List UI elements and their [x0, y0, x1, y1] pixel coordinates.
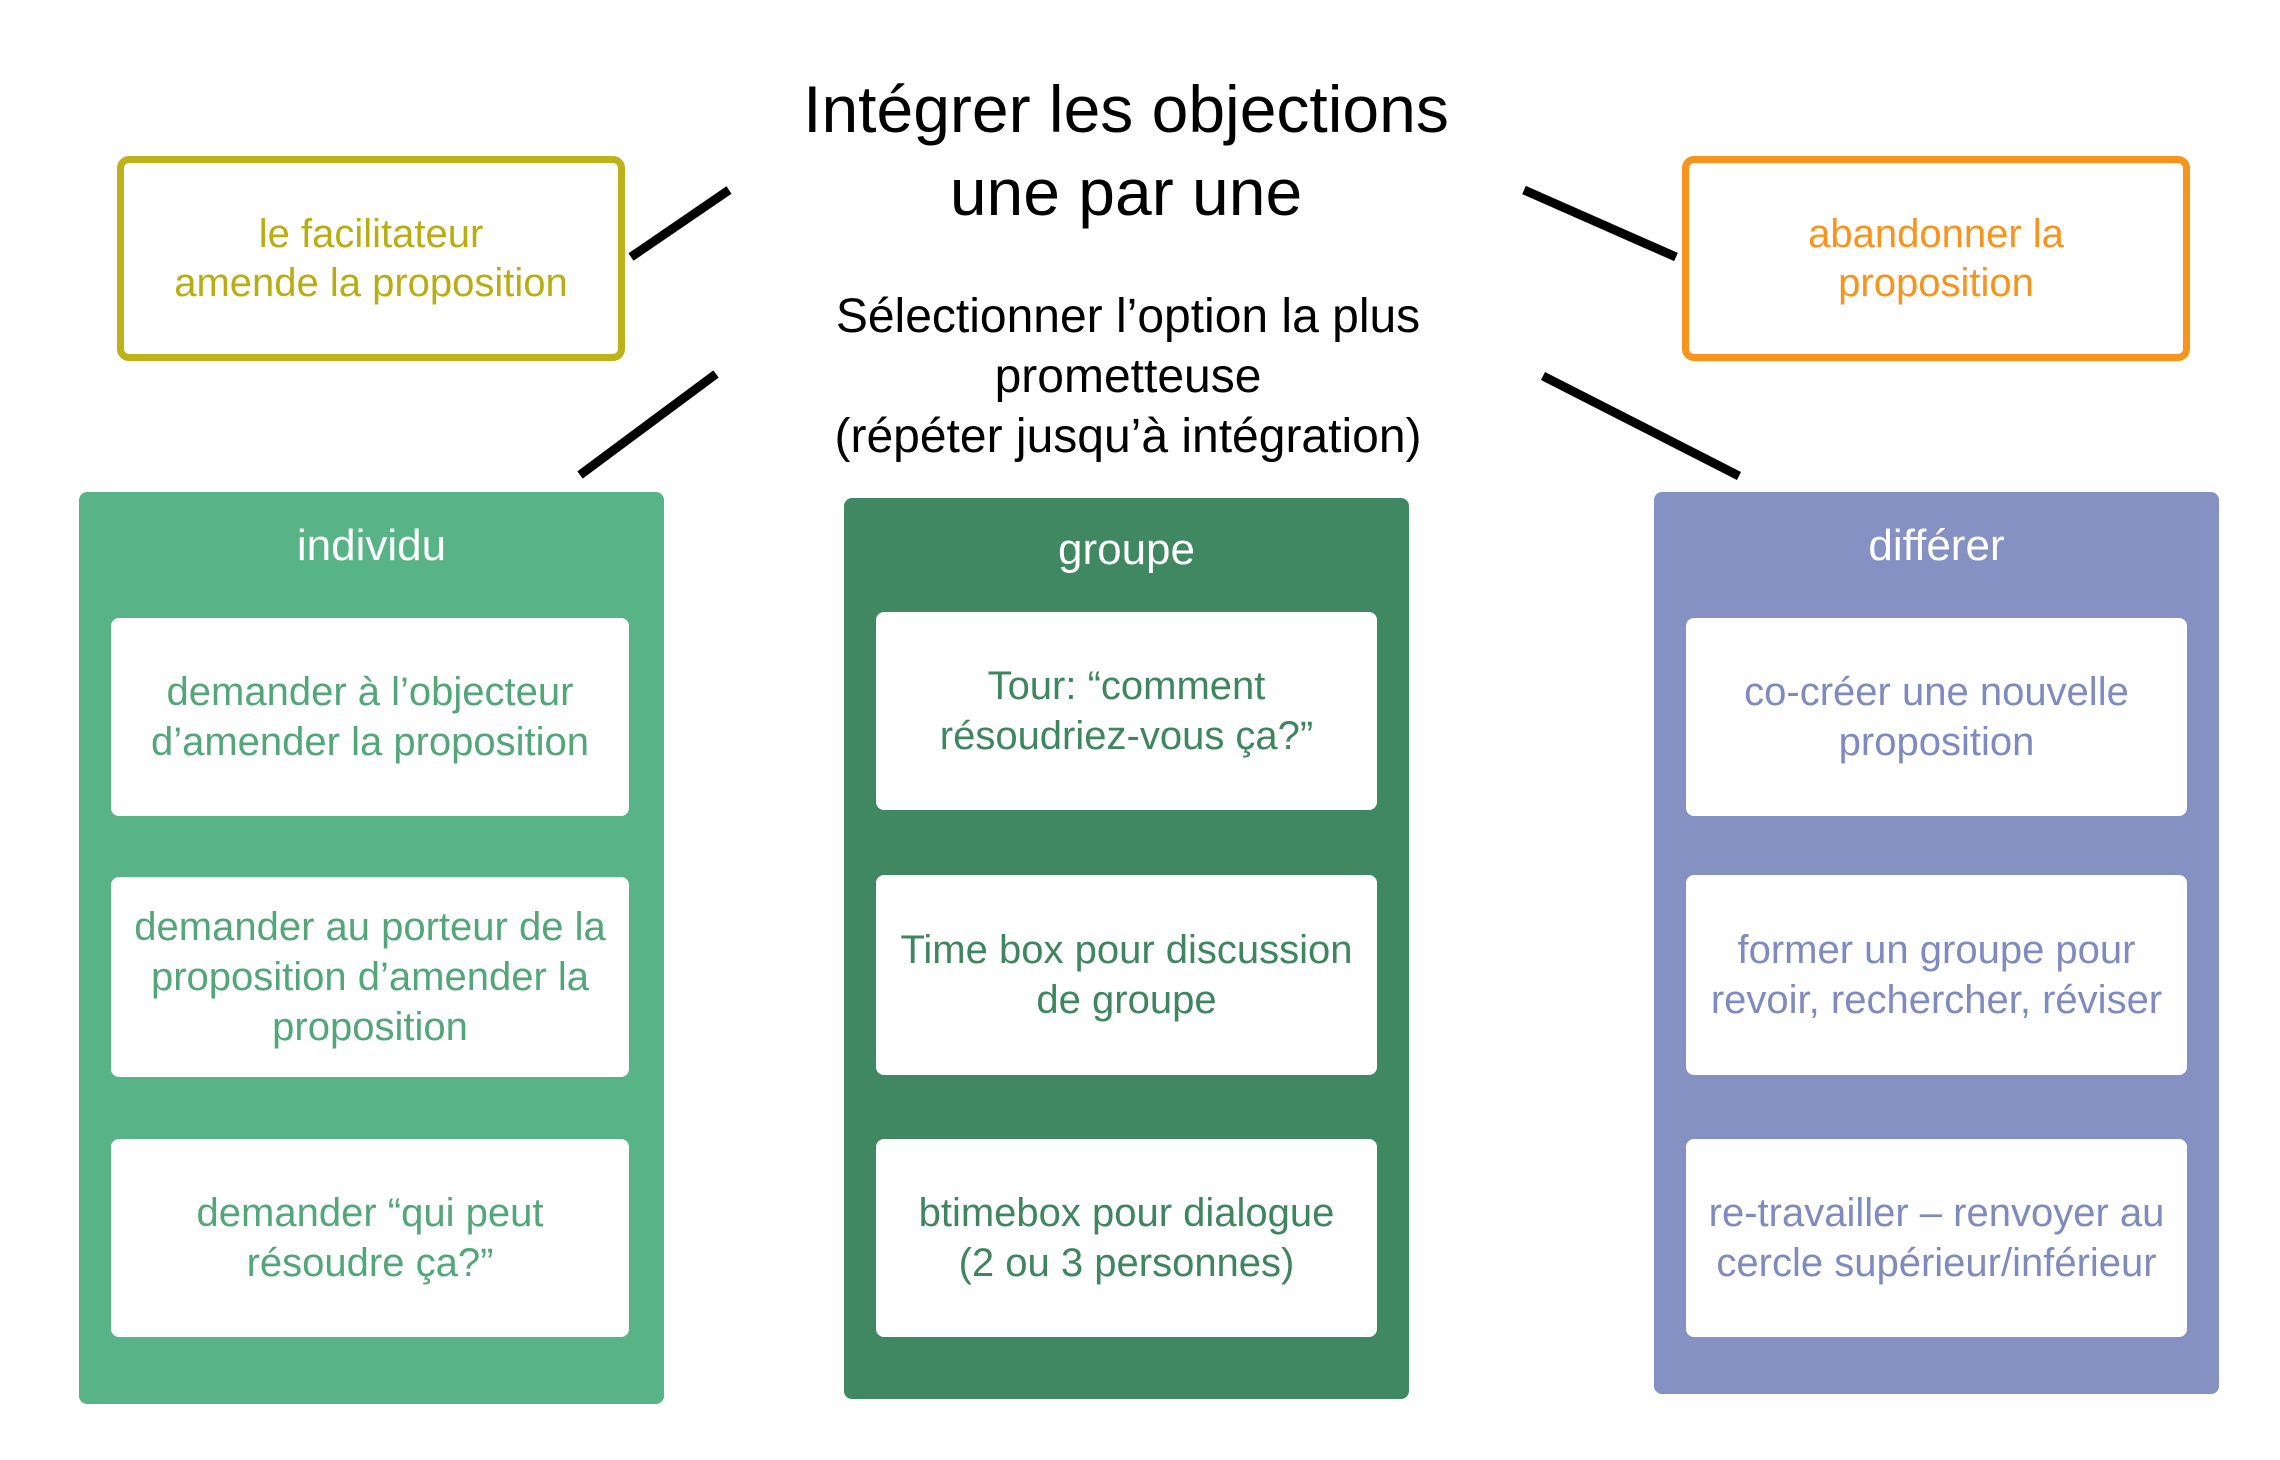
outcome-label: le facilitateur amende la proposition — [174, 211, 568, 305]
option-card-text: former un groupe pour revoir, rechercher… — [1710, 928, 2163, 1022]
option-card-text: demander au porteur de la proposition d’… — [134, 905, 606, 1049]
option-card-text: Time box pour discussion de groupe — [900, 928, 1353, 1022]
outcome-label: abandonner la proposition — [1808, 211, 2064, 305]
outcome-box-amend: le facilitateur amende la proposition — [117, 156, 625, 361]
column-individu: individu demander à l’objecteur d’amende… — [79, 492, 664, 1404]
outcome-box-abandon: abandonner la proposition — [1682, 156, 2190, 361]
diagram-subtitle: Sélectionner l’option la plus prometteus… — [834, 290, 1422, 463]
diagram-title: Intégrer les objections une par une — [803, 72, 1449, 229]
option-card: co-créer une nouvelle proposition — [1686, 618, 2187, 816]
option-card-text: re-travailler – renvoyer au cercle supér… — [1708, 1191, 2165, 1285]
option-card-text: Tour: “comment résoudriez-vous ça?” — [939, 664, 1314, 758]
column-header: différer — [1868, 521, 2005, 570]
option-card-text: demander à l’objecteur d’amender la prop… — [150, 670, 590, 764]
option-card: Time box pour discussion de groupe — [876, 875, 1377, 1075]
option-card-text: btimebox pour dialogue (2 ou 3 personnes… — [918, 1191, 1335, 1285]
option-card: Tour: “comment résoudriez-vous ça?” — [876, 612, 1377, 810]
option-card: re-travailler – renvoyer au cercle supér… — [1686, 1139, 2187, 1337]
connector-line-to-differer — [1540, 371, 1742, 481]
option-card: former un groupe pour revoir, rechercher… — [1686, 875, 2187, 1075]
connector-line-to-individu — [577, 370, 719, 479]
option-card-text: co-créer une nouvelle proposition — [1744, 670, 2129, 764]
option-card-text: demander “qui peut résoudre ça?” — [196, 1191, 544, 1285]
column-groupe: groupe Tour: “comment résoudriez-vous ça… — [844, 498, 1409, 1399]
option-card: demander à l’objecteur d’amender la prop… — [111, 618, 629, 816]
option-card: demander au porteur de la proposition d’… — [111, 877, 629, 1077]
column-header: individu — [296, 521, 447, 570]
option-card: demander “qui peut résoudre ça?” — [111, 1139, 629, 1337]
column-differer: différer co-créer une nouvelle propositi… — [1654, 492, 2219, 1394]
column-header: groupe — [1057, 525, 1195, 574]
option-card: btimebox pour dialogue (2 ou 3 personnes… — [876, 1139, 1377, 1337]
